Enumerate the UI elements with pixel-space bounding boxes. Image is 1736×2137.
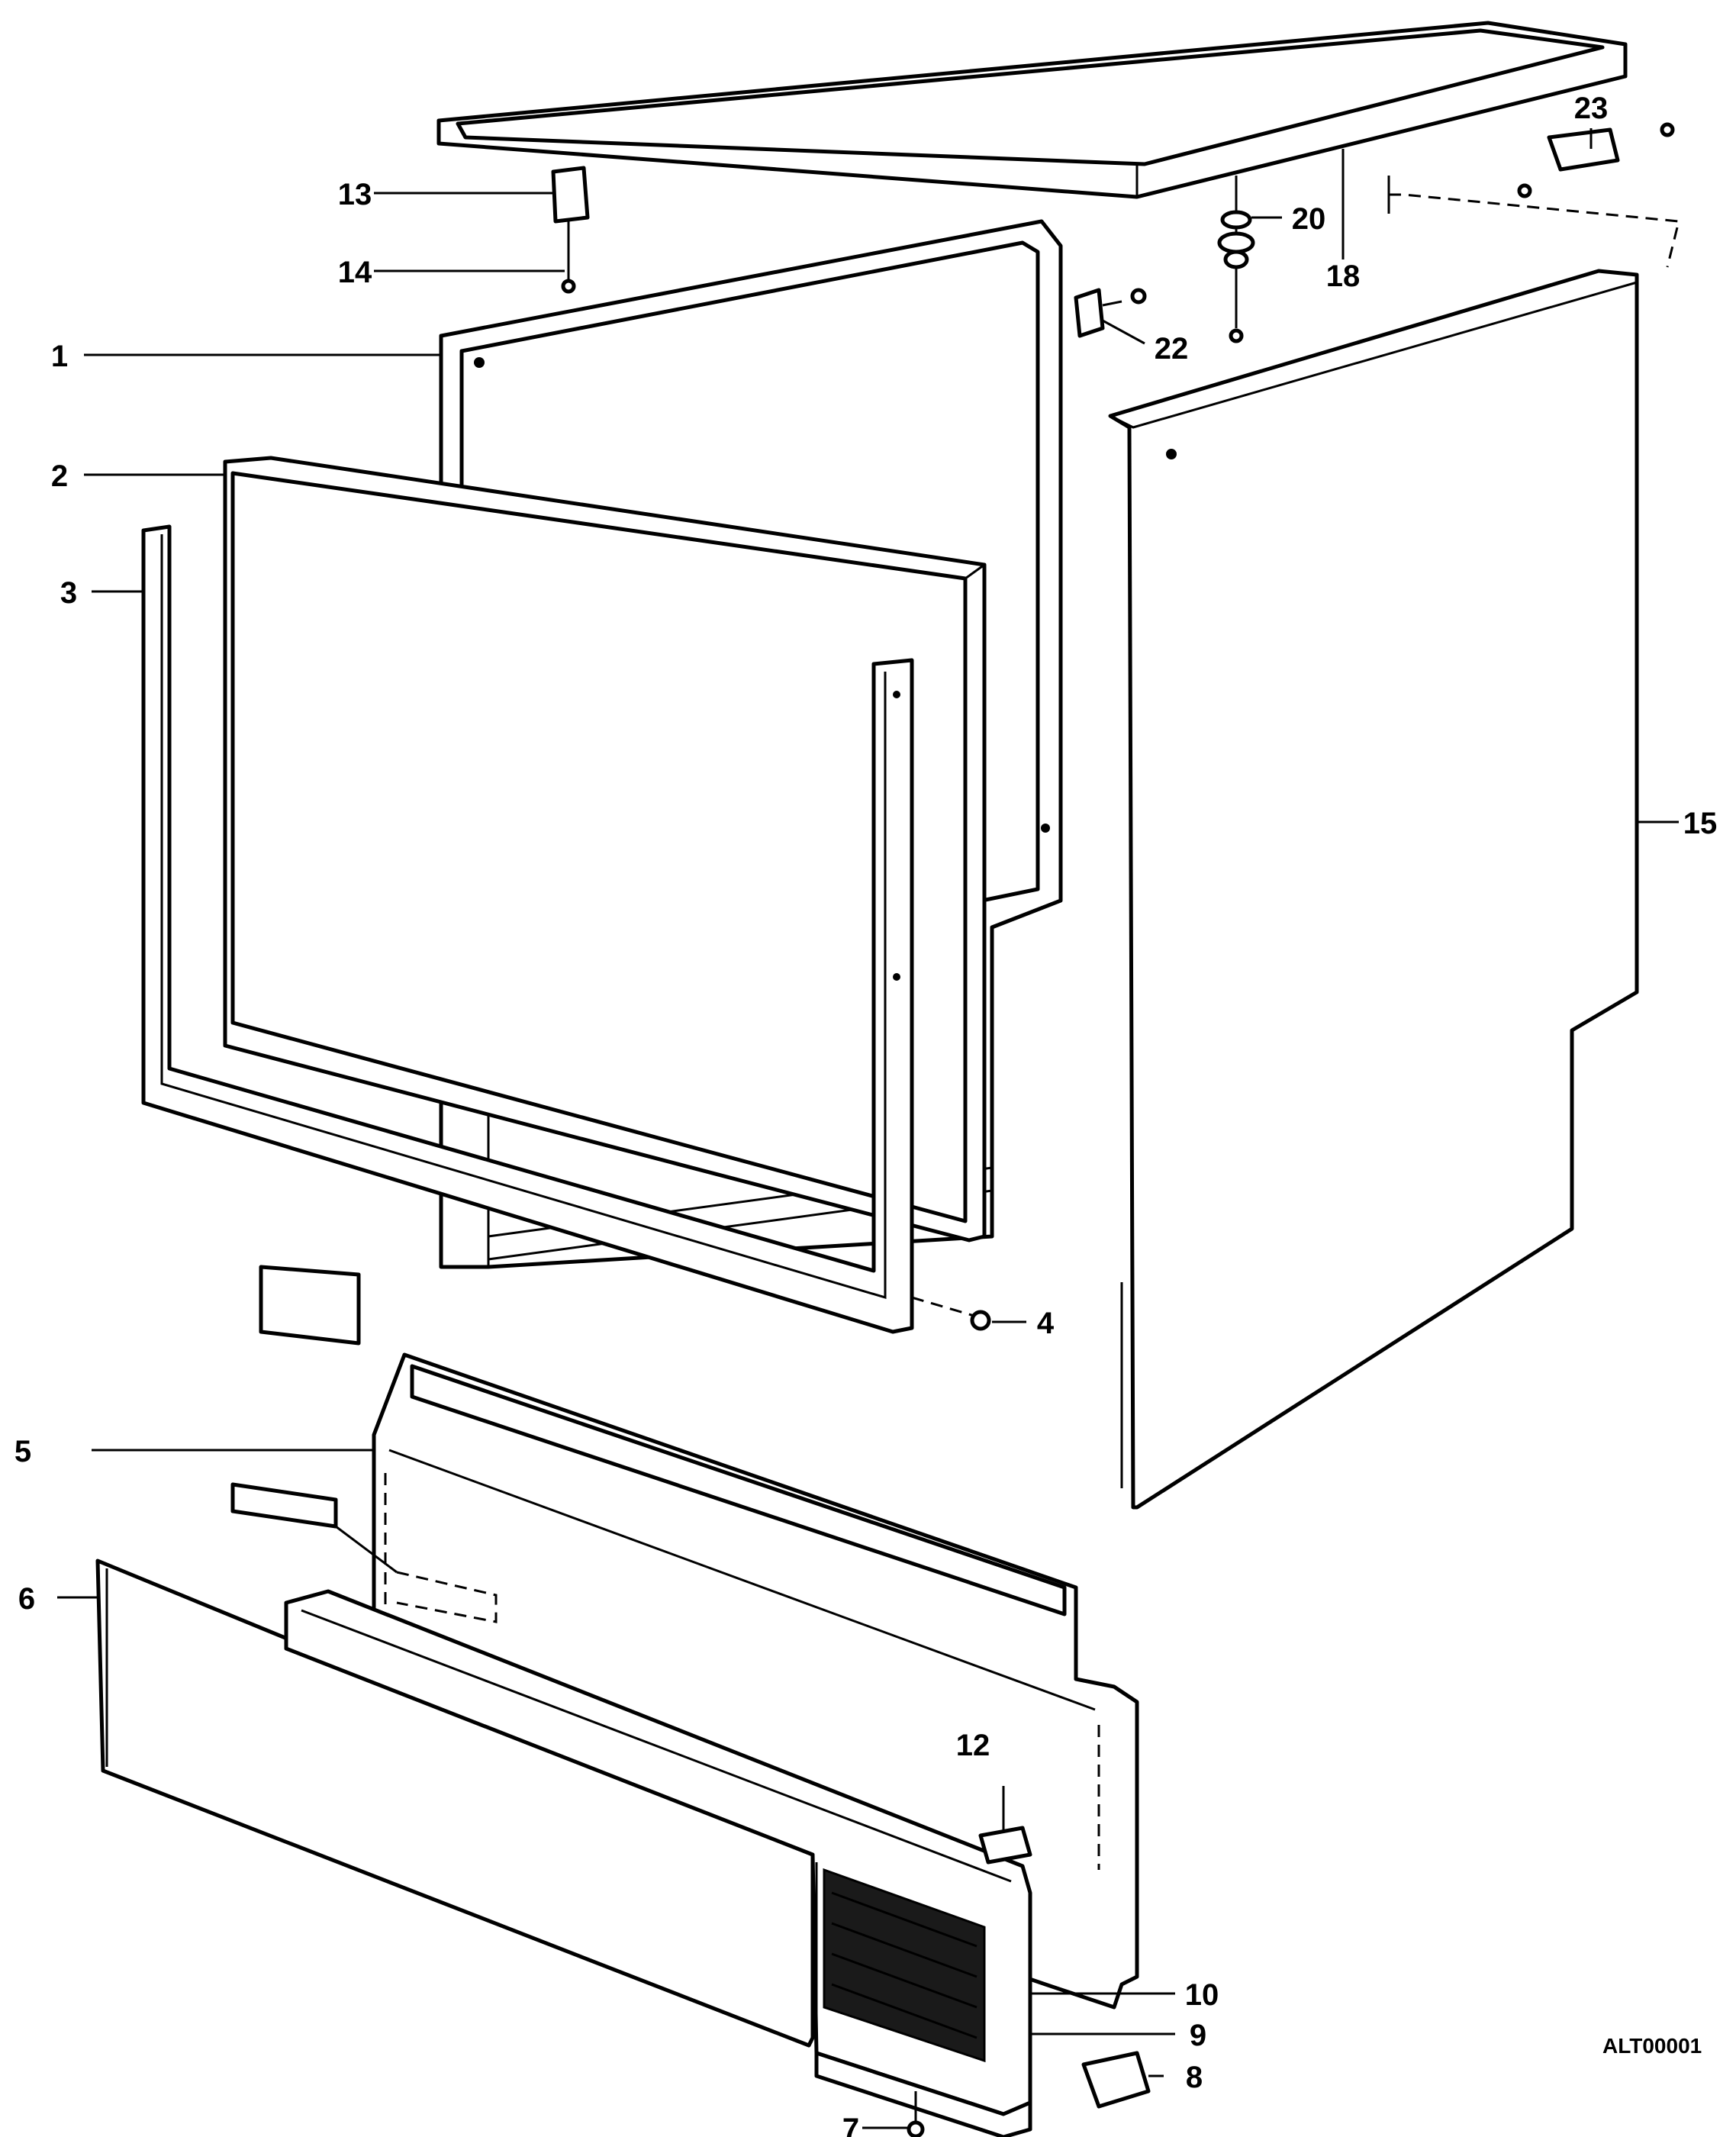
callout-9: 9: [1190, 2019, 1206, 2052]
connector-strip: [230, 1482, 498, 1623]
callout-14: 14: [338, 256, 372, 289]
screw-part-4: [911, 1296, 991, 1331]
callout-3: 3: [60, 576, 77, 610]
callout-18: 18: [1326, 259, 1361, 293]
bracket-part-22: [1074, 288, 1147, 338]
callout-15: 15: [1683, 807, 1718, 840]
callout-1: 1: [51, 340, 68, 373]
callout-12: 12: [956, 1729, 990, 1762]
bracket-part-12: [978, 1826, 1032, 1865]
control-panel-base-part-9: [814, 2051, 1032, 2137]
foot-part-20: [1217, 176, 1255, 343]
drawing-code: ALT00001: [1602, 2034, 1702, 2058]
callout-13: 13: [338, 178, 372, 211]
bracket-part-23: [1387, 122, 1680, 268]
callout-leaders: [57, 128, 1679, 2129]
inner-door-panel-part-2: [223, 456, 987, 1243]
worktop-part-18: [436, 21, 1628, 199]
callout-6: 6: [18, 1582, 35, 1616]
rating-label-plate: [259, 1265, 361, 1346]
screw-part-7: [907, 2091, 925, 2137]
hinge-part-13: [551, 166, 590, 224]
control-panel-part-10: [284, 1589, 1032, 2116]
callout-20: 20: [1292, 202, 1326, 236]
callout-5: 5: [14, 1435, 31, 1468]
callout-labels: 1 2 3 4 5 6 7 8 9 10 12 13 14 15 18 20 2…: [14, 92, 1717, 2137]
door-frame-part-3: [141, 524, 914, 1334]
callout-8: 8: [1186, 2061, 1203, 2094]
screw-part-14: [561, 221, 576, 294]
callout-4: 4: [1037, 1307, 1055, 1340]
clip-part-8: [1081, 2051, 1151, 2109]
callout-2: 2: [51, 459, 68, 493]
callout-23: 23: [1574, 92, 1609, 125]
callout-22: 22: [1155, 332, 1189, 366]
callout-7: 7: [842, 2113, 859, 2137]
side-panel-part-15: [1108, 269, 1639, 1510]
callout-10: 10: [1185, 1978, 1219, 2012]
